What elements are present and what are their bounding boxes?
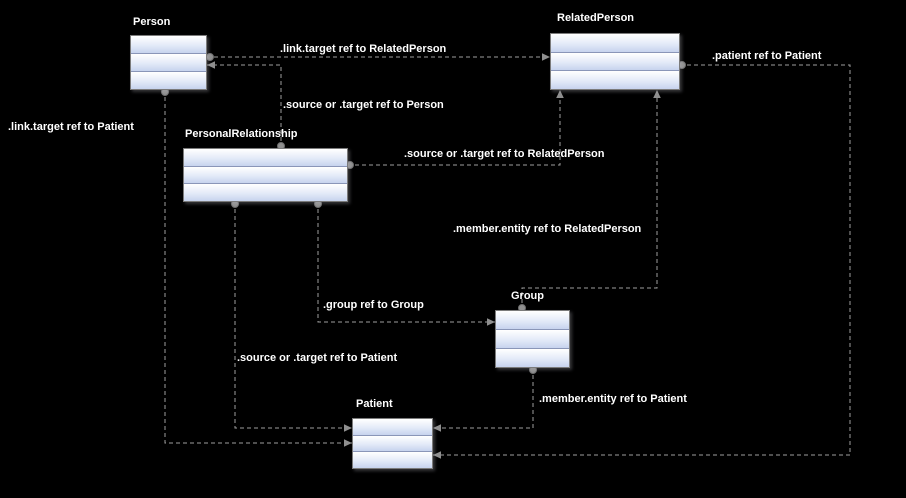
node-compartment: [496, 311, 569, 329]
edge-line: [433, 368, 534, 429]
edge-label-source-or-target-ref-to-person: .source or .target ref to Person: [283, 99, 444, 111]
node-compartment: [131, 36, 206, 53]
edge-label-source-or-target-ref-to-patient: .source or .target ref to Patient: [237, 352, 398, 364]
node-title-personalrelationship: PersonalRelationship: [185, 128, 298, 140]
node-compartment: [496, 348, 569, 367]
edge-personalrelationship-to-relatedperson: [346, 90, 564, 169]
edge-label-member-entity-ref-to-patient: .member.entity ref to Patient: [539, 393, 687, 405]
edge-personalrelationship-to-person: [207, 61, 285, 150]
node-personalrelationship[interactable]: [183, 148, 348, 202]
edge-arrow-icon: [344, 439, 352, 447]
edge-line: [521, 90, 658, 310]
node-title-person: Person: [133, 16, 171, 28]
edge-label-source-or-target-ref-to-relatedperson: .source or .target ref to RelatedPerson: [404, 148, 605, 160]
edge-arrow-icon: [433, 451, 441, 459]
edge-arrow-icon: [542, 53, 550, 61]
edge-line: [234, 202, 352, 429]
node-compartment: [353, 434, 432, 452]
node-relatedperson[interactable]: [550, 33, 680, 90]
edge-line: [317, 202, 495, 323]
node-compartment: [184, 149, 347, 166]
edge-personalrelationship-to-patient: [231, 200, 352, 432]
edge-source-dot: [206, 53, 214, 61]
edge-arrow-icon: [207, 61, 215, 69]
edge-arrow-icon: [653, 90, 661, 98]
edge-label-member-entity-ref-to-relatedperson: .member.entity ref to RelatedPerson: [453, 223, 642, 235]
node-group[interactable]: [495, 310, 570, 368]
edge-group-to-patient: [433, 366, 537, 432]
edge-arrow-icon: [556, 90, 564, 98]
node-person[interactable]: [130, 35, 207, 90]
node-compartment: [353, 451, 432, 469]
edge-line: [164, 90, 352, 444]
edge-arrow-icon: [344, 424, 352, 432]
node-compartment: [496, 329, 569, 348]
edge-label-link-target-ref-to-patient: .link.target ref to Patient: [8, 121, 134, 133]
node-compartment: [184, 183, 347, 202]
node-compartment: [184, 165, 347, 184]
node-title-relatedperson: RelatedPerson: [557, 12, 635, 24]
edge-line: [348, 90, 561, 166]
edge-label-link-target-ref-to-relatedperson: .link.target ref to RelatedPerson: [280, 43, 447, 55]
node-title-patient: Patient: [356, 398, 393, 410]
edge-label-patient-ref-to-patient: .patient ref to Patient: [712, 50, 822, 62]
node-compartment: [551, 51, 679, 71]
edge-arrow-icon: [433, 424, 441, 432]
edge-label-group-ref-to-group: .group ref to Group: [323, 299, 424, 311]
node-compartment: [551, 34, 679, 52]
edge-person-to-patient: [161, 88, 352, 447]
node-compartment: [353, 419, 432, 435]
node-patient[interactable]: [352, 418, 433, 469]
edge-line: [433, 64, 851, 456]
node-compartment: [131, 71, 206, 89]
edge-person-to-relatedperson: [206, 53, 550, 61]
node-compartment: [131, 53, 206, 71]
node-title-group: Group: [511, 290, 544, 302]
edge-arrow-icon: [487, 318, 495, 326]
edge-group-to-relatedperson: [518, 90, 661, 312]
node-compartment: [551, 70, 679, 90]
